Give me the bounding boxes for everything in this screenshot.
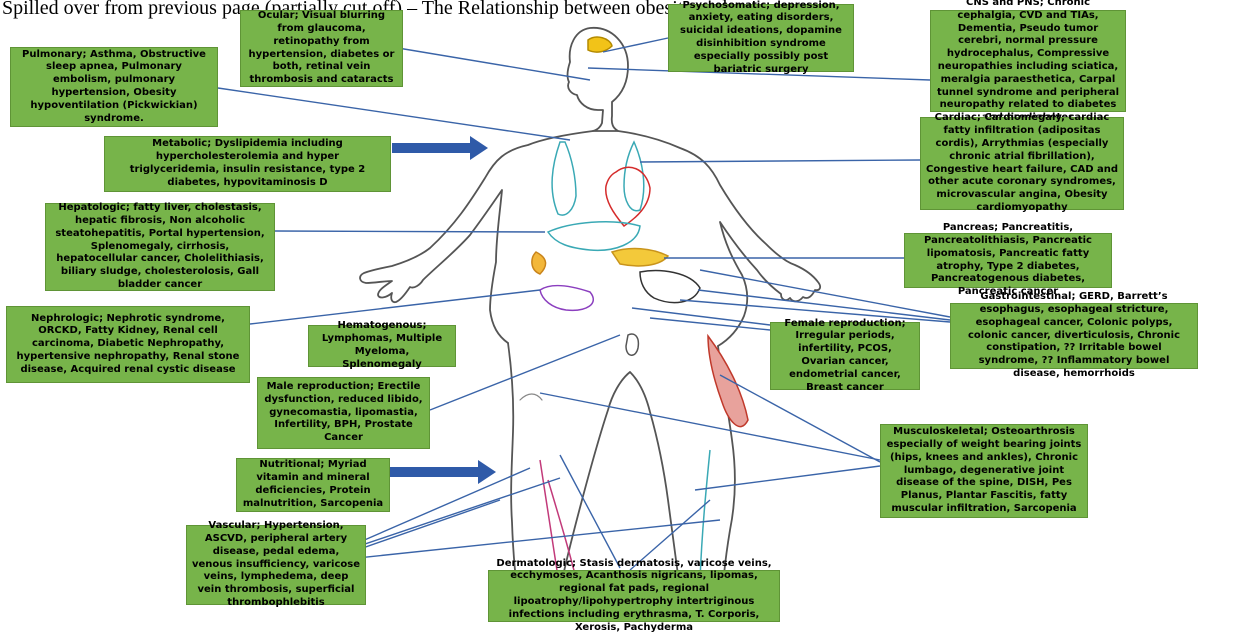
metabolic-text: Metabolic; Dyslipidemia including hyperc… <box>110 138 385 189</box>
dermatologic-text: Dermatologic; Stasis dermatosis, varicos… <box>494 558 774 634</box>
box-psychosomatic: Psychosomatic; depression, anxiety, eati… <box>668 4 854 72</box>
pancreas-icon <box>612 249 668 266</box>
brain-icon <box>588 37 612 52</box>
box-metabolic: Metabolic; Dyslipidemia including hyperc… <box>104 136 391 192</box>
box-nutritional: Nutritional; Myriad vitamin and mineral … <box>236 458 390 512</box>
nephrologic-text: Nephrologic; Nephrotic syndrome, ORCKD, … <box>12 313 244 377</box>
torso-outline <box>360 131 593 343</box>
box-dermatologic: Dermatologic; Stasis dermatosis, varicos… <box>488 570 780 622</box>
torso-outline-right <box>618 131 820 346</box>
kidney-icon <box>532 252 546 274</box>
box-gastrointestinal: Gastrointestinal; GERD, Barrett’s esopha… <box>950 303 1198 369</box>
vascular-text: Vascular; Hypertension, ASCVD, periphera… <box>192 520 360 610</box>
box-vascular: Vascular; Hypertension, ASCVD, periphera… <box>186 525 366 605</box>
box-hepatologic: Hepatologic; fatty liver, cholestasis, h… <box>45 203 275 291</box>
male-reproduction-text: Male reproduction; Erectile dysfunction,… <box>263 381 424 445</box>
hematogenous-text: Hematogenous; Lymphomas, Multiple Myelom… <box>314 320 450 371</box>
cardiac-text: Cardiac; Cardiomegaly, cardiac fatty inf… <box>926 112 1118 214</box>
psychosomatic-text: Psychosomatic; depression, anxiety, eati… <box>674 0 848 76</box>
cns-pns-text: CNS and PNS; Chronic cephalgia, CVD and … <box>936 0 1120 125</box>
box-cardiac: Cardiac; Cardiomegaly, cardiac fatty inf… <box>920 117 1124 210</box>
box-ocular: Ocular; Visual blurring from glaucoma, r… <box>240 10 403 87</box>
pulmonary-text: Pulmonary; Asthma, Obstructive sleep apn… <box>16 49 212 126</box>
musculoskeletal-text: Musculoskeletal; Osteoarthrosis especial… <box>886 426 1082 516</box>
nutritional-text: Nutritional; Myriad vitamin and mineral … <box>242 459 384 510</box>
genitals-icon <box>626 334 638 355</box>
lungs-icon <box>552 142 576 215</box>
box-musculoskeletal: Musculoskeletal; Osteoarthrosis especial… <box>880 424 1088 518</box>
ocular-text: Ocular; Visual blurring from glaucoma, r… <box>246 10 397 87</box>
lungs-right-icon <box>624 142 644 211</box>
colon-icon <box>540 286 593 311</box>
box-male-reproduction: Male reproduction; Erectile dysfunction,… <box>257 377 430 449</box>
liver-icon <box>548 222 640 251</box>
female-reproduction-text: Female reproduction; Irregular periods, … <box>776 318 914 395</box>
organs <box>532 37 748 595</box>
intestines-icon <box>640 271 700 303</box>
box-female-reproduction: Female reproduction; Irregular periods, … <box>770 322 920 390</box>
right-leg-muscle <box>708 336 748 427</box>
metabolic-arrow-icon <box>392 136 488 160</box>
hepatologic-text: Hepatologic; fatty liver, cholestasis, h… <box>51 202 269 292</box>
box-pancreas: Pancreas; Pancreatitis, Pancreatolithias… <box>904 233 1112 288</box>
nutritional-arrow-icon <box>390 460 496 484</box>
gastrointestinal-text: Gastrointestinal; GERD, Barrett’s esopha… <box>956 291 1192 381</box>
pancreas-text: Pancreas; Pancreatitis, Pancreatolithias… <box>910 222 1106 299</box>
box-hematogenous: Hematogenous; Lymphomas, Multiple Myelom… <box>308 325 456 367</box>
box-cns-pns: CNS and PNS; Chronic cephalgia, CVD and … <box>930 10 1126 112</box>
box-nephrologic: Nephrologic; Nephrotic syndrome, ORCKD, … <box>6 306 250 383</box>
box-pulmonary: Pulmonary; Asthma, Obstructive sleep apn… <box>10 47 218 127</box>
